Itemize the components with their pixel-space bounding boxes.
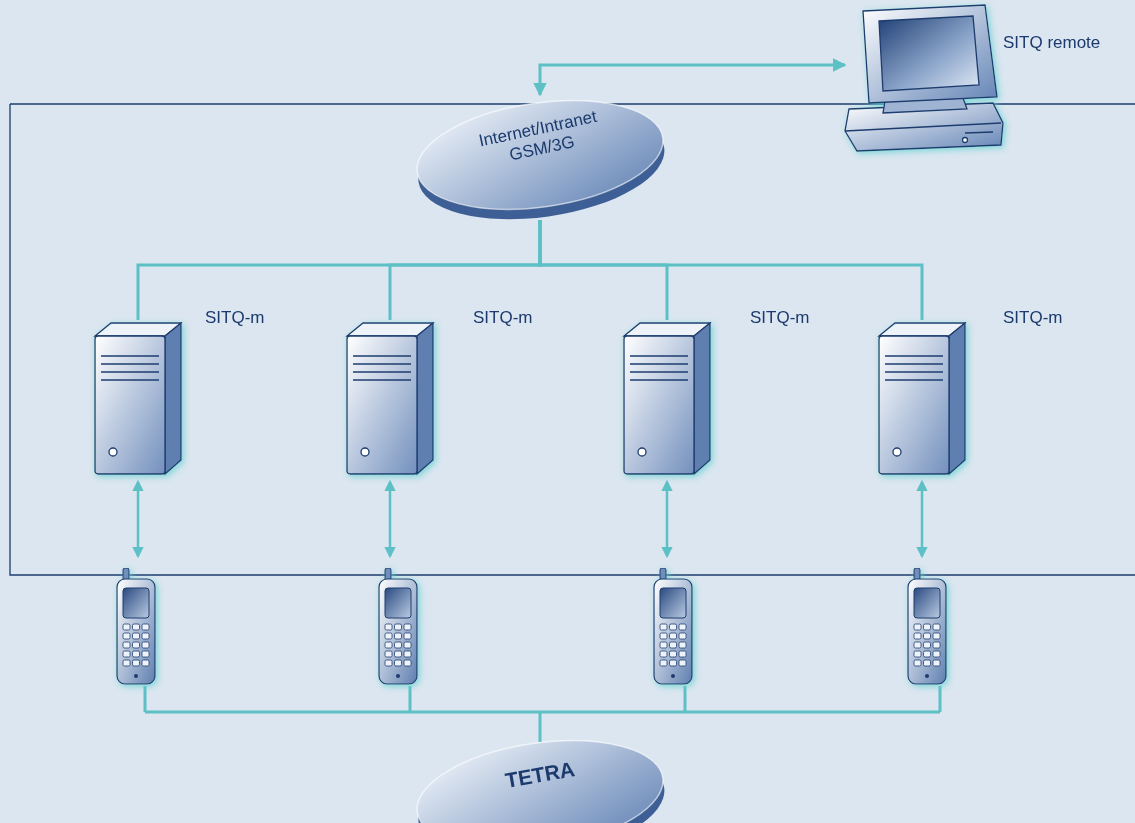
server-icon: SITQ-m [879, 320, 965, 475]
node-label: SITQ-m [1003, 308, 1063, 328]
server-icon: SITQ-m [624, 320, 710, 475]
server-icon-outline [624, 320, 710, 475]
node-label: SITQ remote [1003, 33, 1100, 53]
tetra-network-disc: TETRA [415, 735, 665, 823]
network-link [540, 65, 845, 95]
node-label: SITQ-m [473, 308, 533, 328]
network-link [390, 220, 540, 320]
network-cloud-disc: Internet/Intranet GSM/3G [415, 95, 665, 220]
node-label: SITQ-m [205, 308, 265, 328]
network-link [540, 220, 667, 320]
server-icon-outline [95, 320, 181, 475]
server-icon-outline [347, 320, 433, 475]
network-link [540, 220, 922, 320]
workstation-icon: SITQ remote [845, 5, 1005, 153]
node-label: SITQ-m [750, 308, 810, 328]
network-link [138, 220, 540, 320]
workstation-icon-outline [845, 5, 1005, 153]
server-icon-outline [879, 320, 965, 475]
server-icon: SITQ-m [95, 320, 181, 475]
server-icon: SITQ-m [347, 320, 433, 475]
